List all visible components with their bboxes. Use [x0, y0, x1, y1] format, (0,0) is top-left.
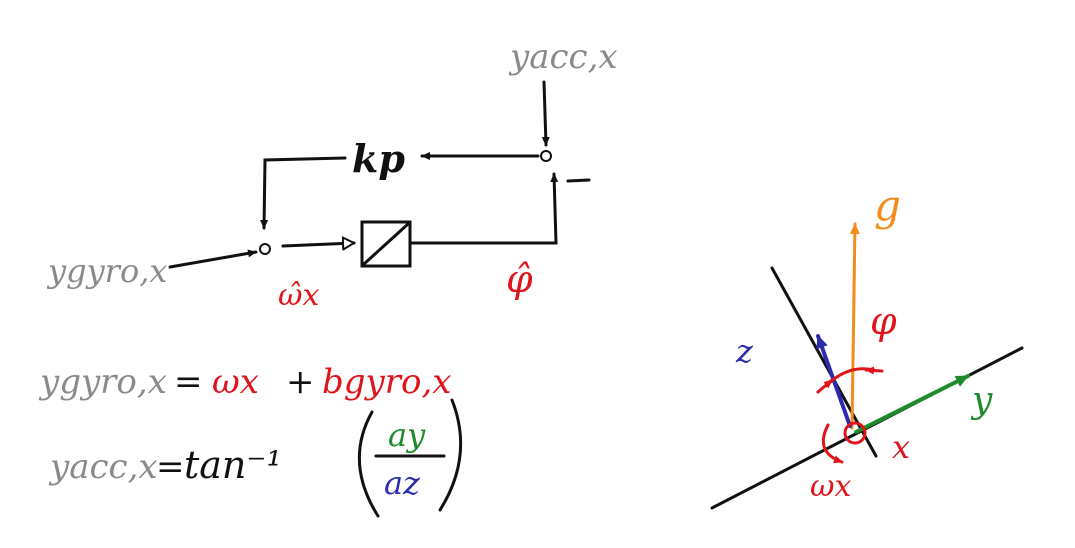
gain-label: kp: [352, 136, 405, 181]
omega-x-label: ωx: [810, 469, 851, 504]
axes-sketch: [710, 222, 1024, 510]
junction-to-integrator-arrow: [281, 243, 354, 246]
block-diagram: [168, 80, 591, 269]
z-axis-arrow: [816, 334, 852, 428]
x-label: x: [892, 428, 910, 466]
eq-omega: ωx: [212, 362, 259, 402]
g-label: g: [874, 181, 901, 230]
integrator-output-path: [408, 172, 559, 245]
omega-hat-label: ω̂x: [278, 278, 319, 313]
gyro-input-arrow: [168, 249, 258, 269]
phi-hat-label: φ̂: [506, 257, 533, 301]
gravity-arrow: [849, 222, 860, 430]
eq-denominator: az: [384, 464, 421, 502]
phi-arc-tick-right: [864, 366, 884, 375]
phi-label: φ: [870, 299, 897, 343]
eq-acc-equals: =: [156, 447, 185, 487]
gain-feedback-path: [260, 156, 347, 230]
summing-junction-accel: [540, 150, 552, 162]
omega-rotation-arc: [821, 423, 844, 464]
eq-bias: bgyro,x: [322, 362, 451, 402]
x-axis-circle: [843, 421, 867, 445]
eq-numerator: ay: [388, 416, 426, 454]
eq-tan-inv: tan⁻¹: [184, 443, 282, 487]
equations: ygyro,x = ωx + bgyro,x yacc,x = tan⁻¹ ay…: [38, 362, 463, 518]
accel-input-arrow: [541, 80, 550, 147]
eq-plus: +: [286, 362, 315, 402]
eq-gyro-equals: =: [174, 362, 203, 402]
eq-acc-lhs: yacc,x: [48, 447, 158, 487]
z-label: z: [735, 332, 754, 370]
summing-junction-gyro: [259, 243, 271, 255]
eq-gyro-lhs: ygyro,x: [38, 362, 167, 402]
y-axis-arrow: [854, 374, 970, 434]
eq-left-paren: [357, 410, 380, 518]
integrator-slash: [362, 222, 410, 266]
eq-right-paren: [438, 398, 463, 512]
phi-arc-tick-left: [816, 378, 834, 394]
minus-sign-mark: [566, 178, 591, 183]
accel-input-label: yacc,x: [508, 37, 618, 77]
gyro-input-label: ygyro,x: [46, 252, 167, 290]
y-label: y: [970, 380, 993, 421]
